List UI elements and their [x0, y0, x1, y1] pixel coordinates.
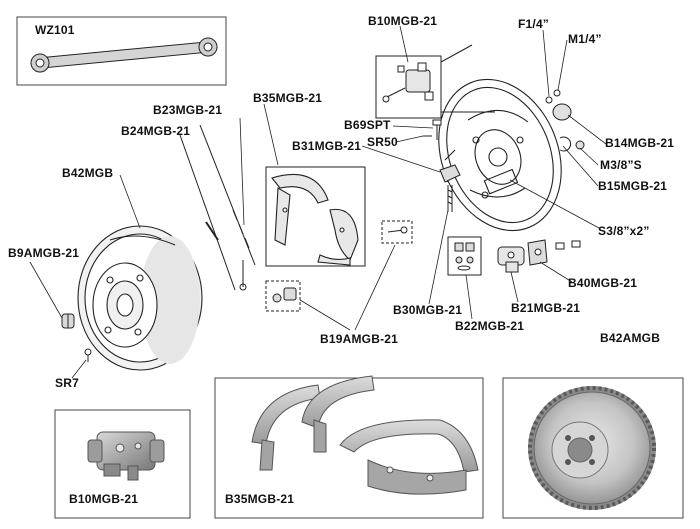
- label-b31mgb21: B31MGB-21: [292, 139, 362, 153]
- leader-lines: [29, 25, 607, 379]
- label-b14mgb21: B14MGB-21: [605, 136, 675, 150]
- wheel-cylinder-b21: [497, 239, 581, 273]
- label-wz101: WZ101: [35, 23, 75, 37]
- label-sr50: SR50: [367, 135, 398, 149]
- drum-photo: [528, 386, 656, 510]
- brake-shoes-drawing: [271, 174, 359, 266]
- label-m14: M1/4”: [568, 32, 602, 46]
- wheel-nut-b9a: [61, 313, 75, 329]
- frame-wz101: [16, 16, 227, 86]
- label-f14: F1/4”: [518, 17, 550, 31]
- inset-box-brake-shoes: [265, 166, 366, 267]
- label-b42amgb: B42AMGB: [600, 331, 661, 345]
- label-b23mgb21: B23MGB-21: [153, 103, 223, 117]
- label-b21mgb21: B21MGB-21: [511, 301, 581, 315]
- leader-lines-b19: [299, 244, 396, 331]
- brake-shoes-photo: [251, 375, 479, 495]
- inset-box-b19-right: [381, 220, 413, 244]
- wheel-cylinder-photo: [87, 431, 165, 481]
- frame-b35mgb21-photo: [214, 377, 484, 519]
- seals-b22: [454, 242, 475, 271]
- label-m38s: M3/8”S: [600, 158, 642, 172]
- adjuster-b19: [272, 287, 297, 303]
- frame-b10mgb21-photo: [54, 409, 191, 519]
- brake-drum-b42mgb: [77, 225, 203, 371]
- label-b35mgb21-bottom: B35MGB-21: [225, 492, 295, 506]
- screw-sr7: [84, 348, 92, 362]
- label-b24mgb21: B24MGB-21: [121, 124, 191, 138]
- label-b15mgb21: B15MGB-21: [598, 179, 668, 193]
- label-b30mgb21: B30MGB-21: [393, 303, 463, 317]
- inset-box-wheel-cylinder: [375, 55, 442, 119]
- inset-box-b22: [447, 236, 482, 276]
- label-b42mgb: B42MGB: [62, 166, 114, 180]
- label-b40mgb21: B40MGB-21: [568, 276, 638, 290]
- label-s38x2: S3/8”x2”: [598, 224, 650, 238]
- label-sr7: SR7: [55, 376, 79, 390]
- wheel-cylinder-top: [382, 62, 434, 103]
- label-b10mgb21-bottom: B10MGB-21: [69, 492, 139, 506]
- inset-box-b19: [265, 280, 301, 312]
- label-b69spt: B69SPT: [344, 118, 391, 132]
- label-b19amgb21: B19AMGB-21: [320, 332, 399, 346]
- label-b9amgb21: B9AMGB-21: [8, 246, 80, 260]
- backing-plate-small-parts: [423, 89, 585, 212]
- spanner-wz101: [30, 37, 218, 73]
- label-b10mgb21: B10MGB-21: [368, 14, 438, 28]
- label-b35mgb21-top: B35MGB-21: [253, 91, 323, 105]
- springs-b23-b24: [179, 124, 256, 291]
- frame-b42amgb-photo: [502, 377, 684, 519]
- pin-b19: [387, 226, 408, 234]
- label-b22mgb21: B22MGB-21: [455, 319, 525, 333]
